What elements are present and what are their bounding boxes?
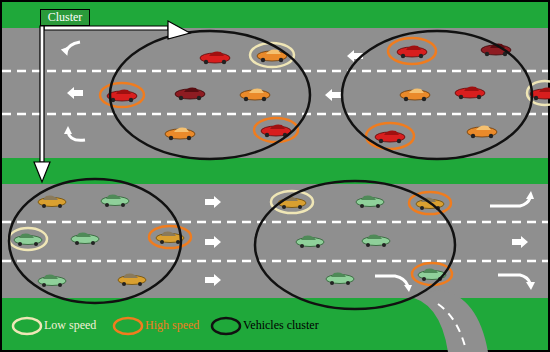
direction-arrow (404, 285, 412, 292)
direction-arrow (512, 236, 528, 248)
direction-arrow (64, 126, 72, 134)
lane-marking (2, 221, 548, 224)
road (2, 28, 548, 158)
legend-sample (13, 318, 240, 334)
direction-arrow (375, 276, 408, 286)
direction-arrow (67, 87, 83, 99)
pointer-arrow (34, 21, 190, 182)
lane-marking (438, 304, 466, 350)
lane-marking (2, 70, 548, 73)
direction-arrow (498, 275, 530, 283)
road (2, 184, 548, 298)
direction-arrow (205, 236, 221, 248)
low-speed-ring (9, 43, 550, 250)
direction-arrow (205, 196, 221, 208)
vehicles (107, 44, 550, 144)
legend-text: High speed (145, 318, 199, 333)
vehicles (14, 195, 446, 288)
lane-marking (2, 260, 548, 263)
direction-arrow (526, 191, 534, 199)
exit-ramp (405, 290, 488, 352)
legend-text: Vehicles cluster (243, 318, 319, 333)
direction-arrow (526, 282, 535, 290)
lane-marking (2, 113, 548, 116)
direction-arrow (205, 274, 221, 286)
high-speed-ring (100, 38, 452, 285)
cluster-label-box: Cluster (40, 9, 90, 26)
direction-arrow (61, 47, 71, 57)
direction-arrow (490, 198, 530, 206)
direction-arrow (325, 89, 341, 101)
box-label: Cluster (48, 10, 83, 25)
legend-text: Low speed (44, 318, 96, 333)
cluster-ellipse (9, 31, 532, 309)
